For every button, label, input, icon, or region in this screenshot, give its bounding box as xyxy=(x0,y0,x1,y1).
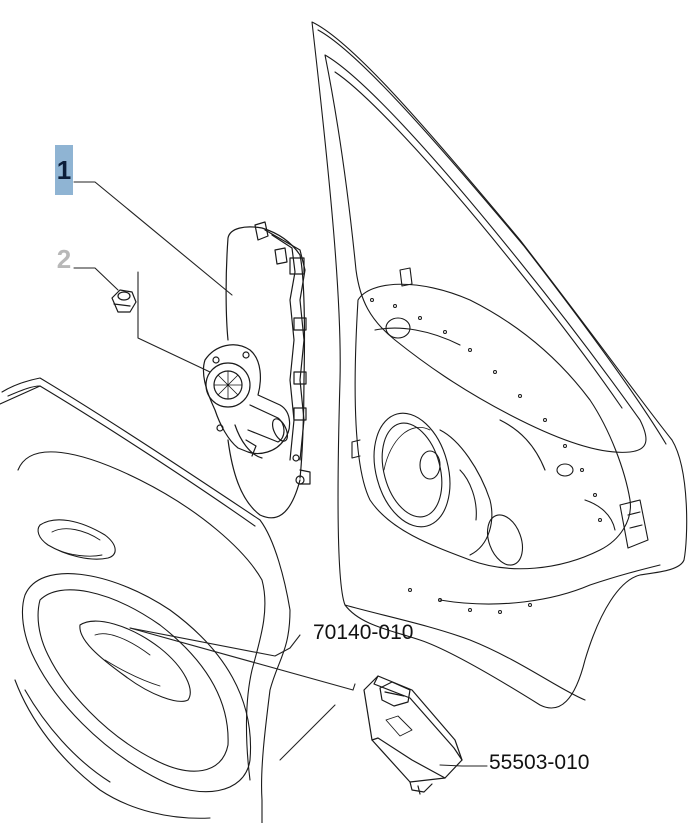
callout-item-2[interactable]: 2 xyxy=(56,244,72,274)
leader-lines xyxy=(73,181,488,767)
window-switch xyxy=(363,675,463,795)
leader-item-2 xyxy=(73,267,119,291)
door-shell xyxy=(311,21,688,709)
leader-70140-010 xyxy=(129,627,301,657)
part-number-door-panel[interactable]: 70140-010 xyxy=(313,621,414,644)
door-rivets xyxy=(370,298,602,614)
leader-55503-010 xyxy=(439,764,488,767)
door-trim-panel xyxy=(0,377,291,823)
hex-nut xyxy=(111,289,137,313)
leader-item-1 xyxy=(73,181,233,296)
part-number-window-switch[interactable]: 55503-010 xyxy=(489,751,590,774)
window-regulator xyxy=(202,221,311,519)
callout-item-1[interactable]: 1 xyxy=(55,145,73,195)
leader-item-2-bracket xyxy=(137,271,211,373)
